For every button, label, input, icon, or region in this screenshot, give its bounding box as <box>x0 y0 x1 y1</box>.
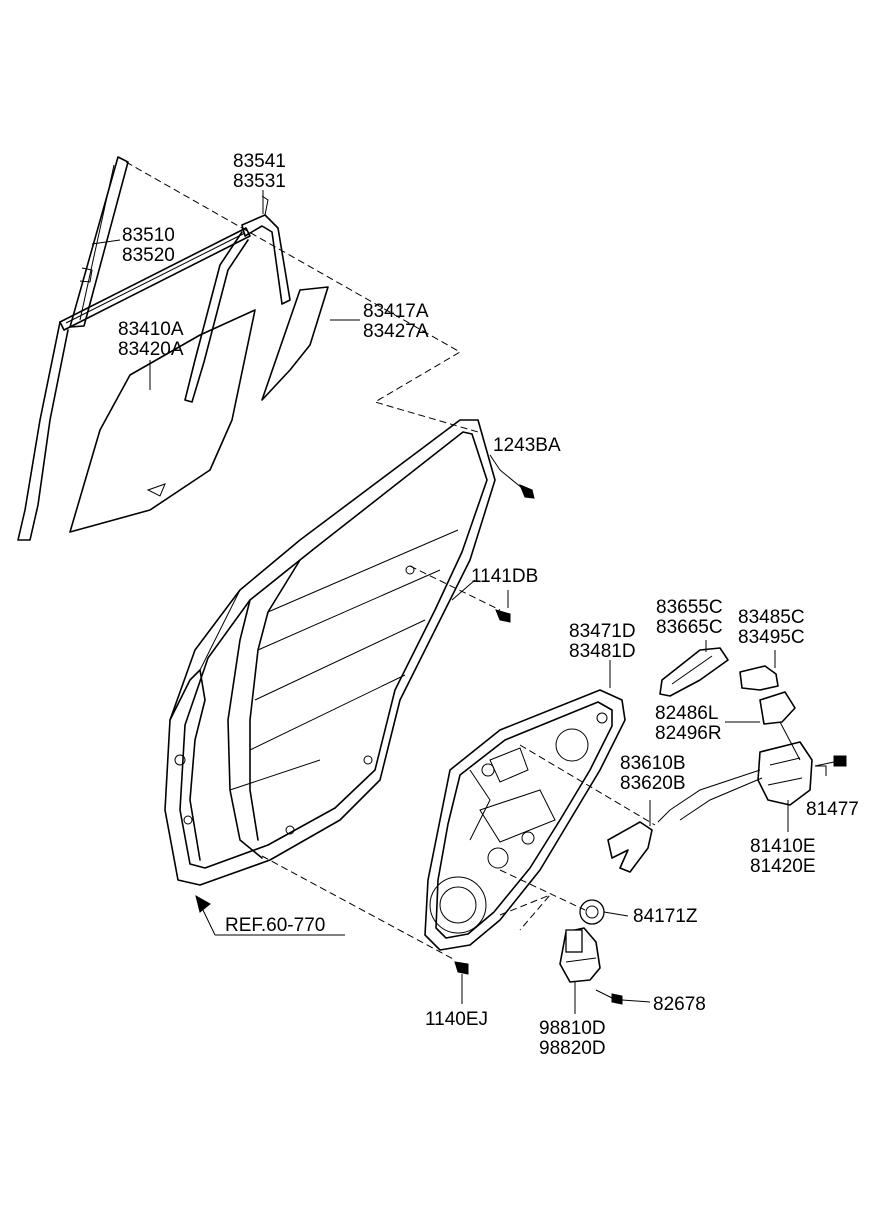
bolt-81477 <box>814 755 847 767</box>
label-83655C: 83655C <box>656 597 723 618</box>
label-98810D: 98810D <box>539 1018 606 1039</box>
label-83620B: 83620B <box>620 773 686 794</box>
label-83520: 83520 <box>122 245 175 266</box>
door-panel-frame <box>164 419 496 886</box>
label-1141DB: 1141DB <box>471 566 538 587</box>
door-module-panel <box>424 689 626 951</box>
label-82496R: 82496R <box>655 723 722 744</box>
inside-handle-cover <box>739 665 779 691</box>
label-81477: 81477 <box>806 799 859 820</box>
label-83541: 83541 <box>233 151 286 172</box>
leader-lines <box>91 190 827 1014</box>
dash-line-3 <box>261 855 456 961</box>
window-run-channel <box>184 195 291 403</box>
dash-line-1 <box>125 161 479 433</box>
latch-bracket <box>759 691 801 761</box>
label-98820D: 98820D <box>539 1038 606 1059</box>
screw-82678 <box>595 989 623 1005</box>
inside-door-handle <box>607 821 653 873</box>
door-glass-main <box>69 309 256 533</box>
screw-1140EJ <box>454 961 469 975</box>
door-belt-moulding <box>17 227 251 541</box>
screw-1141DB <box>495 609 511 623</box>
label-83510: 83510 <box>122 225 175 246</box>
label-84171Z: 84171Z <box>633 906 698 927</box>
screw-1243BA <box>499 469 535 499</box>
door-latch-assembly <box>657 741 813 823</box>
label-83665C: 83665C <box>656 617 723 638</box>
label-81410E: 81410E <box>750 836 816 857</box>
label-81420E: 81420E <box>750 856 816 877</box>
label-83531: 83531 <box>233 171 286 192</box>
label-1243BA: 1243BA <box>493 435 561 456</box>
label-82486L: 82486L <box>655 703 718 724</box>
label-ref: REF.60-770 <box>225 915 325 936</box>
label-83427A: 83427A <box>363 321 429 342</box>
dash-line-4 <box>519 744 656 826</box>
label-83481D: 83481D <box>569 641 636 662</box>
label-82678: 82678 <box>653 994 706 1015</box>
label-83410A: 83410A <box>118 319 184 340</box>
label-83495C: 83495C <box>738 627 805 648</box>
window-regulator-motor <box>559 927 601 983</box>
door-glass-quarter <box>261 286 329 401</box>
inside-handle-base <box>659 647 729 697</box>
label-83420A: 83420A <box>118 339 184 360</box>
dash-line-2 <box>409 565 501 611</box>
label-83485C: 83485C <box>738 607 805 628</box>
label-83471D: 83471D <box>569 621 636 642</box>
label-83417A: 83417A <box>363 301 429 322</box>
label-1140EJ: 1140EJ <box>425 1009 488 1030</box>
dash-line-5 <box>499 869 586 911</box>
label-83610B: 83610B <box>620 753 686 774</box>
dash-line-6 <box>499 894 551 931</box>
window-channel-rear <box>69 156 129 328</box>
grommet-84171Z <box>579 899 605 925</box>
